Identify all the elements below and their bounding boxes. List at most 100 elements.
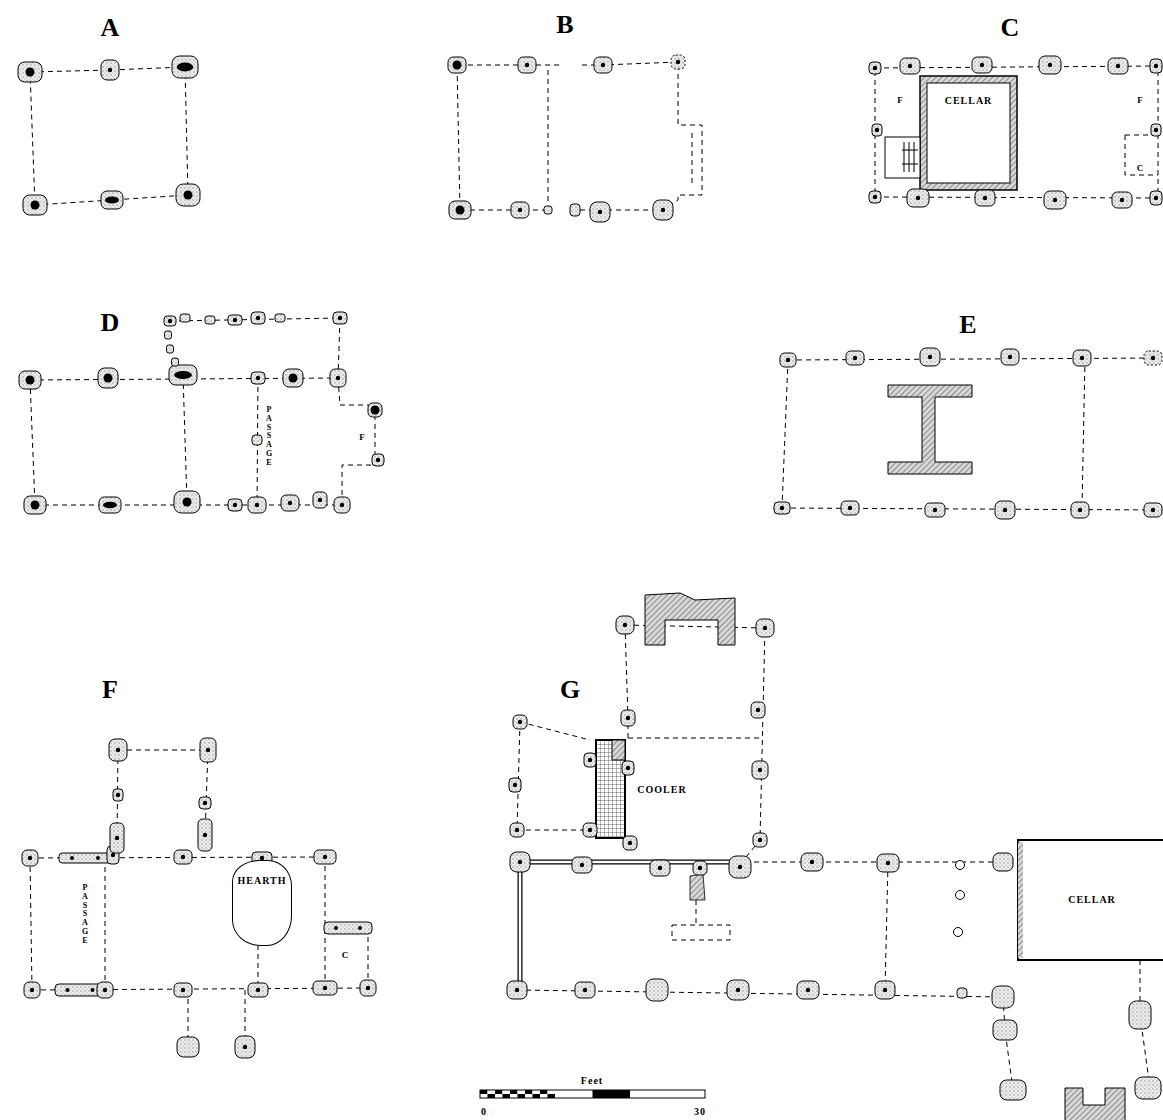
post-hole: [235, 1036, 255, 1058]
post-hole: [313, 492, 327, 508]
post-mold: [323, 855, 327, 859]
post-hole: [101, 60, 119, 80]
post-mold: [1116, 64, 1120, 68]
wall-line: [1003, 997, 1013, 1090]
post-mold: [736, 988, 740, 992]
post-outline: [330, 369, 346, 387]
chimney: [1065, 1088, 1125, 1120]
post-outline: [248, 983, 268, 997]
post-hole: [180, 314, 190, 322]
post-outline: [900, 58, 920, 74]
post-outline: [228, 315, 242, 325]
post-outline: [995, 501, 1015, 519]
post-hole: [110, 823, 124, 853]
post-outline: [956, 891, 965, 900]
post-mold: [30, 988, 34, 992]
post-hole: [1151, 124, 1161, 136]
post-outline: [248, 497, 266, 513]
post-mold: [758, 768, 762, 772]
post-hole: [205, 316, 215, 324]
post-outline: [975, 190, 995, 206]
post-mold: [243, 1045, 247, 1049]
post-hole: [19, 371, 41, 389]
wall-line: [30, 858, 32, 990]
chimney-base: [888, 385, 972, 474]
scale-cell: [533, 1090, 541, 1094]
post-outline: [1150, 59, 1162, 73]
post-mold: [763, 626, 767, 630]
post-outline: [751, 702, 765, 718]
post-mold: [340, 503, 344, 507]
post-mold: [1154, 128, 1158, 132]
post-mold: [598, 210, 602, 214]
wall-line: [1125, 135, 1158, 175]
post-mold: [623, 623, 627, 627]
post-outline: [176, 184, 200, 206]
post-mold: [366, 986, 370, 990]
post-outline: [753, 833, 767, 847]
post-outline: [101, 60, 119, 80]
post-hole: [584, 753, 596, 767]
post-outline: [59, 853, 111, 863]
plan-letter: E: [959, 312, 976, 338]
post-hole: [1073, 350, 1091, 366]
post-hole: [1108, 58, 1128, 74]
post-mold: [376, 458, 380, 462]
post-outline: [172, 358, 179, 366]
post-mold: [658, 866, 662, 870]
post-outline: [622, 761, 634, 775]
wall-line: [517, 722, 590, 830]
post-hole: [575, 982, 595, 998]
post-hole: [920, 348, 940, 366]
post-outline: [509, 778, 521, 792]
wall-line: [628, 738, 760, 739]
post-mold: [883, 988, 887, 992]
post-mold: [756, 708, 760, 712]
post-outline: [251, 372, 265, 384]
post-mold: [525, 63, 529, 67]
plan-letter: A: [101, 15, 120, 41]
post-outline: [180, 314, 190, 322]
post-mold: [518, 860, 522, 864]
post-outline: [110, 823, 124, 853]
post-hole: [510, 852, 530, 872]
post-outline: [174, 850, 192, 864]
stair-tread: [909, 142, 910, 172]
post-outline: [510, 852, 530, 872]
chimney: [645, 593, 735, 645]
wall-line: [338, 378, 375, 505]
post-outline: [372, 454, 384, 466]
post-mold: [116, 793, 120, 797]
node-text: HEARTH: [238, 875, 287, 945]
post-outline: [24, 982, 40, 998]
post-hole: [875, 981, 895, 999]
post-hole: [101, 191, 123, 209]
post-hole: [360, 980, 376, 996]
post-outline: [23, 195, 47, 215]
post-hole: [907, 189, 929, 207]
post-mold: [26, 68, 35, 77]
post-hole: [176, 184, 200, 206]
post-mold: [1151, 356, 1155, 360]
post-hole: [113, 789, 123, 801]
post-hole: [751, 702, 765, 718]
post-mold: [588, 828, 592, 832]
post-hole: [283, 369, 303, 387]
post-outline: [920, 348, 940, 366]
plan-label: 0: [481, 1107, 487, 1117]
post-hole: [616, 616, 634, 634]
plan-label: F: [1137, 96, 1143, 105]
post-hole: [172, 56, 198, 78]
post-mold: [255, 503, 259, 507]
post-hole: [22, 850, 38, 866]
post-hole: [509, 778, 521, 792]
post-outline: [907, 189, 929, 207]
post-hole: [200, 738, 216, 762]
plan-label: PASSAGE: [81, 884, 89, 946]
post-hole: [248, 497, 266, 513]
post-hole: [727, 980, 749, 1000]
cooler-step: [612, 740, 625, 760]
post-hole: [650, 860, 670, 876]
post-outline: [594, 57, 612, 73]
post-hole: [646, 979, 668, 1001]
